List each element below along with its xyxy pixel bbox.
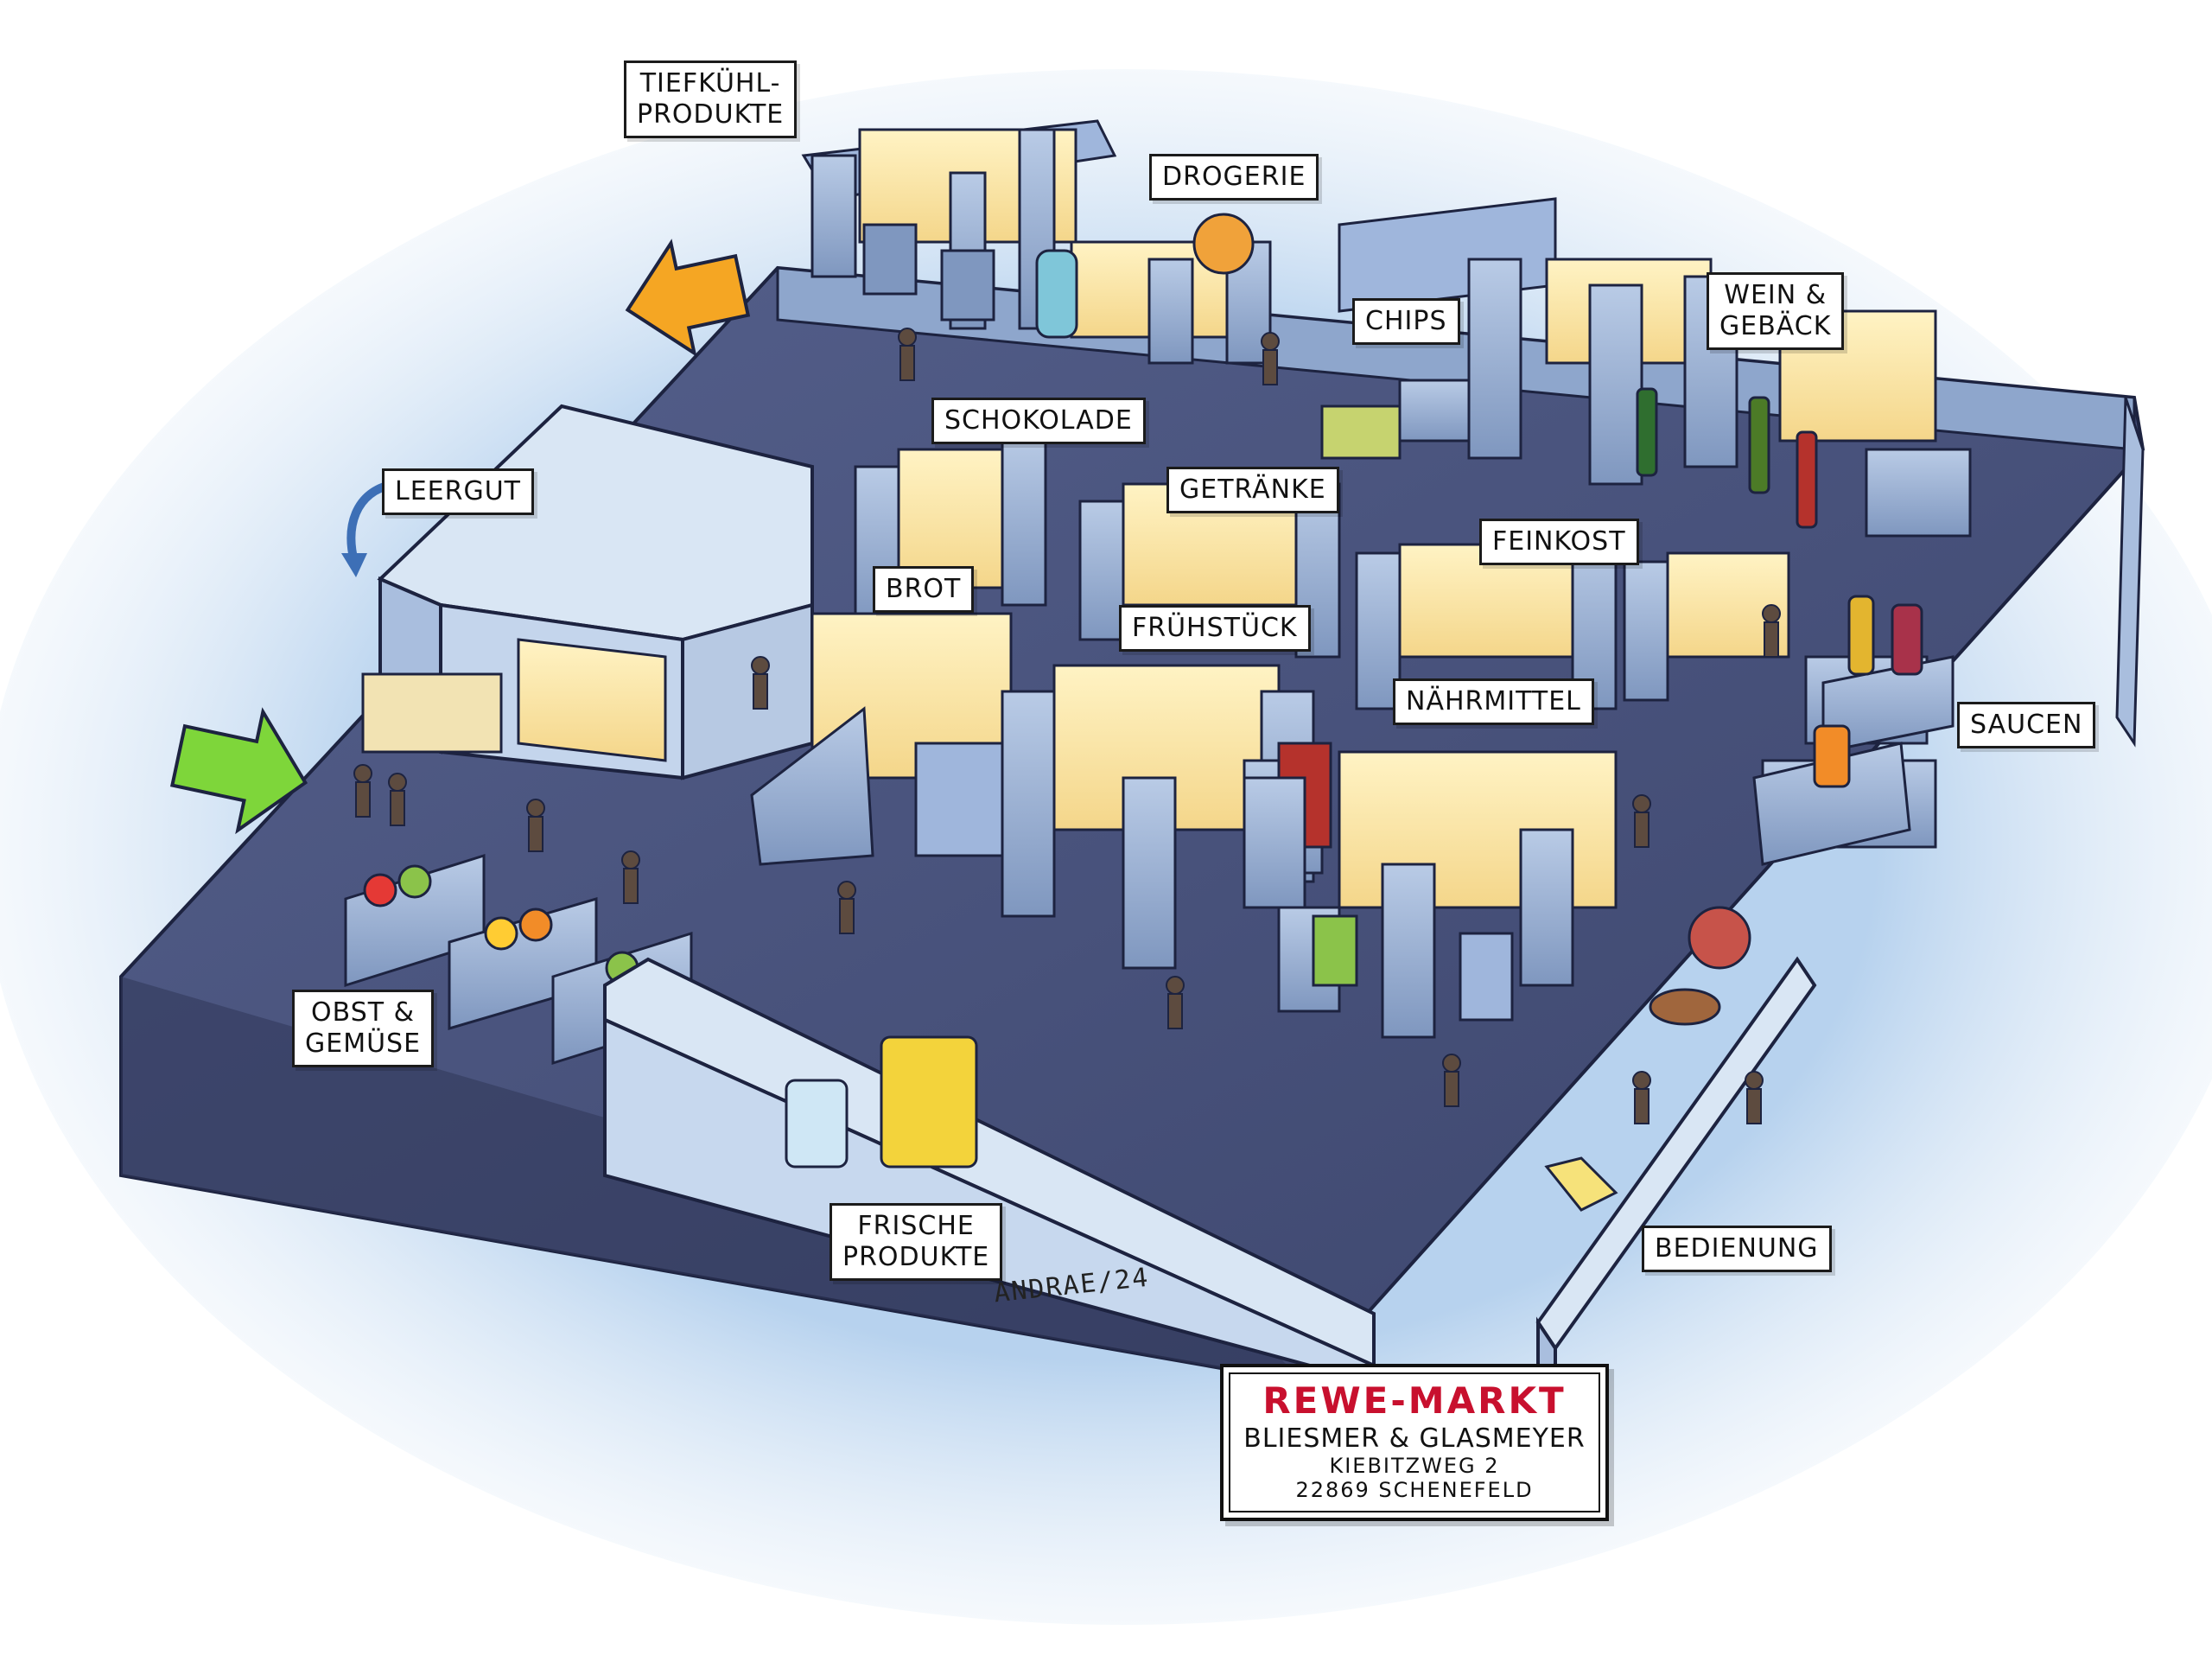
label-bedienung: BEDIENUNG [1642,1226,1832,1272]
label-obst-gemuese: OBST & GEMÜSE [292,990,435,1067]
label-schokolade: SCHOKOLADE [931,398,1146,444]
store-city: 22869 SCHENEFELD [1295,1478,1534,1502]
label-wein: WEIN & GEBÄCK [1707,272,1845,350]
label-saucen: SAUCEN [1957,702,2096,748]
shoppers [353,328,1781,1124]
right-wall [2115,397,2145,748]
label-naehrmittel: NÄHRMITTEL [1393,678,1594,725]
label-fruehstueck: FRÜHSTÜCK [1119,605,1311,652]
entrance-arrow-icon [169,707,308,835]
label-tiefkuehl: TIEFKÜHL- PRODUKTE [624,60,798,138]
store-street: KIEBITZWEG 2 [1329,1454,1500,1478]
leergut-arrowhead-icon [341,553,367,577]
wine-aisle [1338,197,1972,538]
store-owners: BLIESMER & GLASMEYER [1243,1423,1586,1454]
label-brot: BROT [873,566,975,613]
label-leergut: LEERGUT [382,468,534,515]
label-feinkost: FEINKOST [1479,519,1639,565]
saucen-stands [1752,595,1955,866]
drogerie-aisle [1035,213,1272,365]
store-name: REWE-MARKT [1262,1379,1567,1422]
front-aisles [750,612,1618,1039]
exit-arrow-icon [625,239,751,357]
leergut-building [361,404,814,780]
label-frische-produkte: FRISCHE PRODUKTE [830,1203,1003,1281]
leergut-arrow-icon [346,480,395,564]
label-chips: CHIPS [1352,298,1460,345]
freezer-aisle [801,119,1117,330]
service-counter [1535,906,1817,1387]
label-drogerie: DROGERIE [1149,154,1319,201]
label-getraenke: GETRÄNKE [1166,467,1339,513]
store-info-box: REWE-MARKT BLIESMER & GLASMEYER KIEBITZW… [1220,1364,1609,1521]
